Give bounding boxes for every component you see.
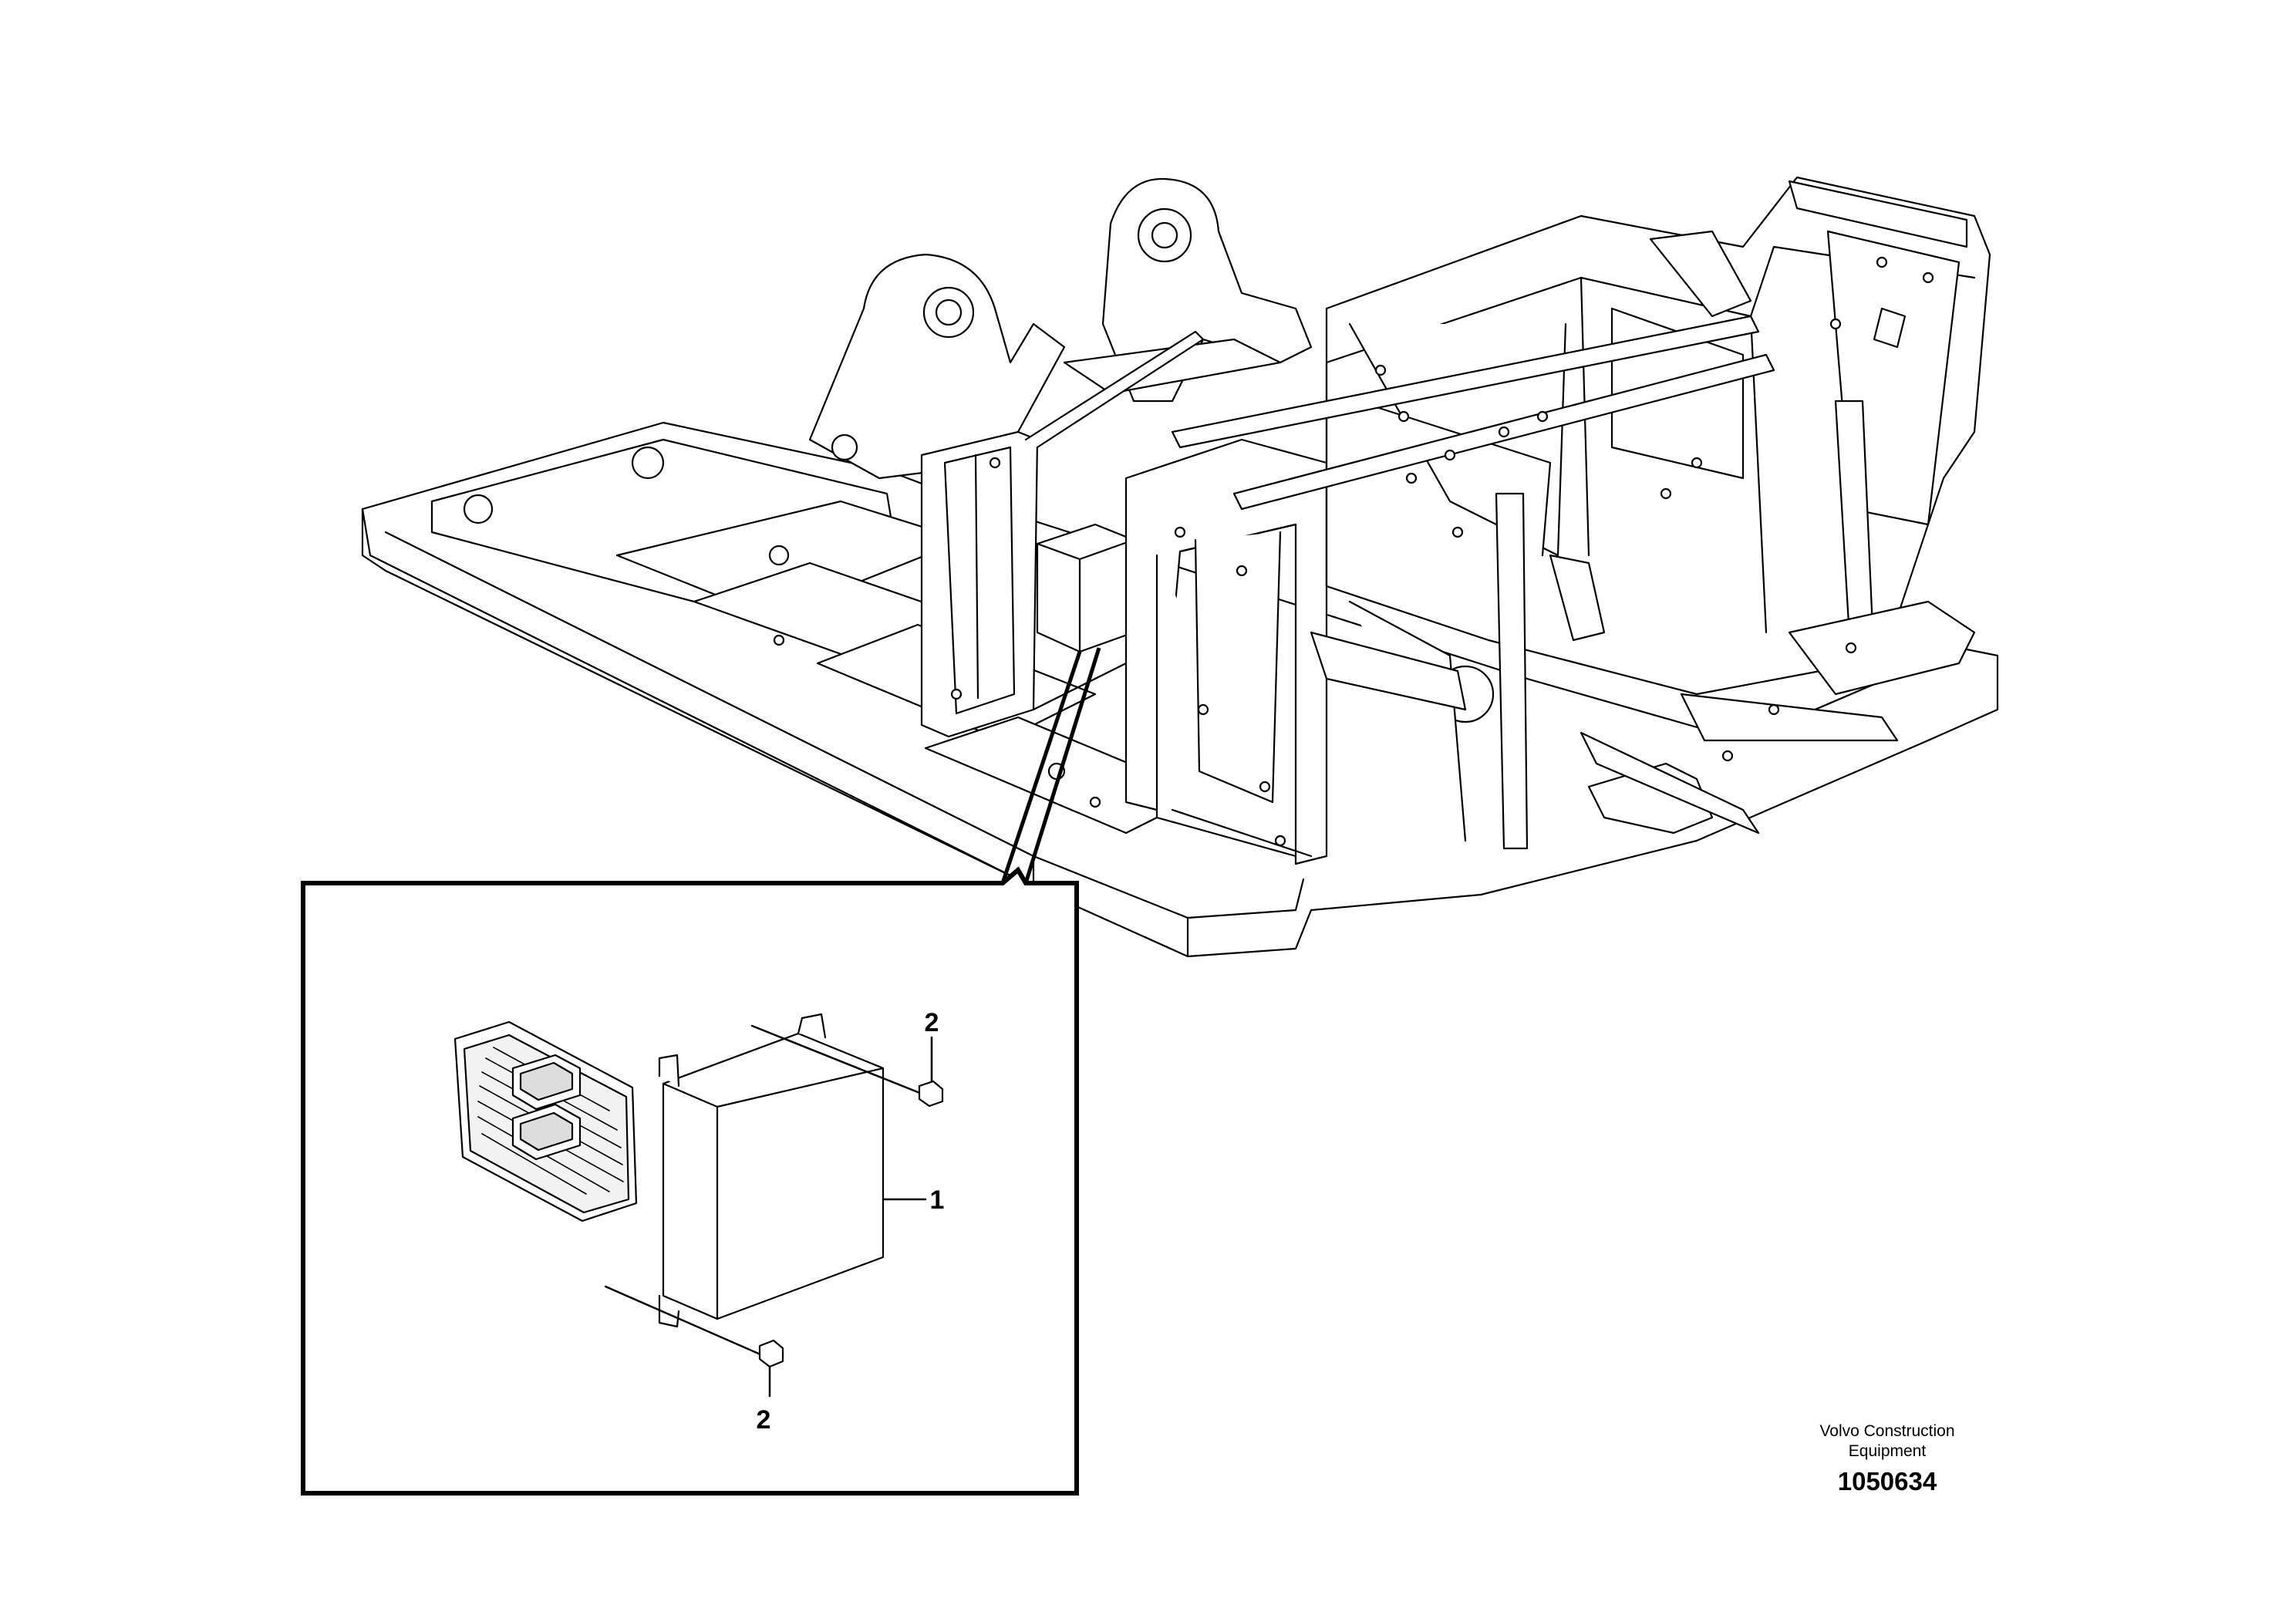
bolt-part-2-bottom xyxy=(604,1285,784,1398)
document-number: 1050634 xyxy=(1838,1467,1937,1496)
callout-2-top: 2 xyxy=(925,1008,939,1037)
callout-1: 1 xyxy=(930,1185,945,1215)
boom-bracket-left xyxy=(808,253,1066,480)
machine-frame-drawing xyxy=(361,176,1999,958)
bolt-heads xyxy=(773,256,1934,847)
center-cage xyxy=(1124,438,1328,865)
detail-leader-lines xyxy=(1000,647,1101,884)
bolt-part-2-top xyxy=(750,1024,944,1108)
manufacturer-credit-line1: Volvo Construction xyxy=(1819,1422,1954,1440)
detail-drawing xyxy=(453,1013,944,1398)
ecu-heatsink xyxy=(453,1020,638,1222)
manufacturer-credit-line2: Equipment xyxy=(1849,1442,1927,1460)
callout-2-bottom: 2 xyxy=(757,1405,771,1435)
ecu-box-on-frame xyxy=(1036,523,1135,653)
ecu-cover-part-1 xyxy=(658,1013,885,1328)
